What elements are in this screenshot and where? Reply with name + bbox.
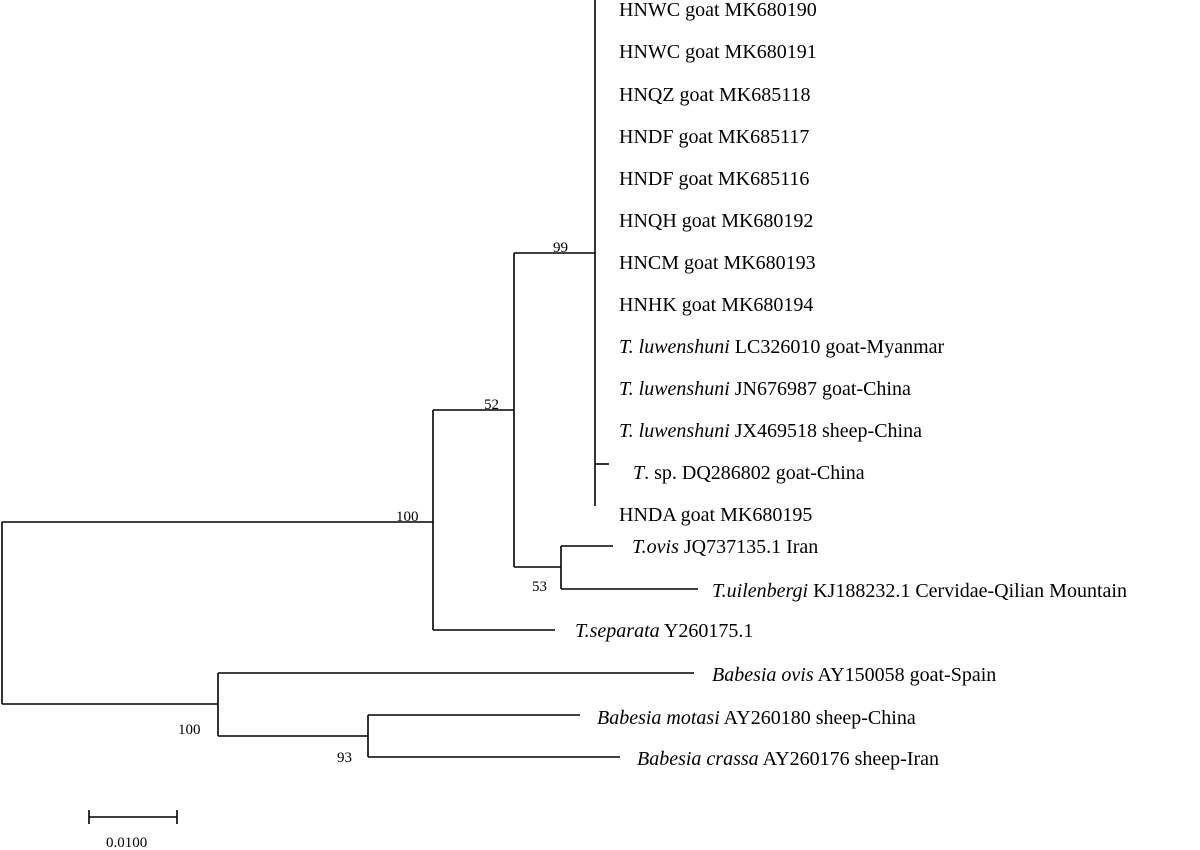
tree-branches xyxy=(1,0,698,824)
bootstrap-value: 53 xyxy=(532,579,547,595)
leaf-label: HNDF goat MK685116 xyxy=(619,168,809,190)
leaf-label: T.uilenbergi KJ188232.1 Cervidae-Qilian … xyxy=(712,580,1127,602)
leaf-label: HNHK goat MK680194 xyxy=(619,294,813,316)
leaf-label: HNDF goat MK685117 xyxy=(619,126,809,148)
leaf-labels: HNWC goat MK680190 HNWC goat MK680191 HN… xyxy=(575,0,1127,770)
bootstrap-values: 99 52 100 53 100 93 xyxy=(178,240,568,766)
leaf-label: HNWC goat MK680190 xyxy=(619,0,817,21)
leaf-label: HNCM goat MK680193 xyxy=(619,252,816,274)
leaf-label: HNDA goat MK680195 xyxy=(619,504,812,526)
leaf-label: T.separata Y260175.1 xyxy=(575,620,753,642)
leaf-label: T. luwenshuni JX469518 sheep-China xyxy=(619,420,922,442)
leaf-label: T. luwenshuni LC326010 goat-Myanmar xyxy=(619,336,945,358)
bootstrap-value: 93 xyxy=(337,750,352,766)
bootstrap-value: 100 xyxy=(396,509,419,525)
leaf-label: HNWC goat MK680191 xyxy=(619,41,817,63)
bootstrap-value: 52 xyxy=(484,397,499,413)
leaf-label: HNQZ goat MK685118 xyxy=(619,84,810,106)
leaf-label: Babesia ovis AY150058 goat-Spain xyxy=(712,664,996,686)
leaf-label: T.ovis JQ737135.1 Iran xyxy=(632,536,818,558)
leaf-label: T. luwenshuni JN676987 goat-China xyxy=(619,378,911,400)
leaf-label: HNQH goat MK680192 xyxy=(619,210,813,232)
scale-bar-label: 0.0100 xyxy=(106,835,147,850)
leaf-label: Babesia crassa AY260176 sheep-Iran xyxy=(637,748,939,770)
leaf-label: T. sp. DQ286802 goat-China xyxy=(633,462,865,484)
leaf-label: Babesia motasi AY260180 sheep-China xyxy=(597,707,916,729)
bootstrap-value: 99 xyxy=(553,240,568,256)
bootstrap-value: 100 xyxy=(178,722,201,738)
